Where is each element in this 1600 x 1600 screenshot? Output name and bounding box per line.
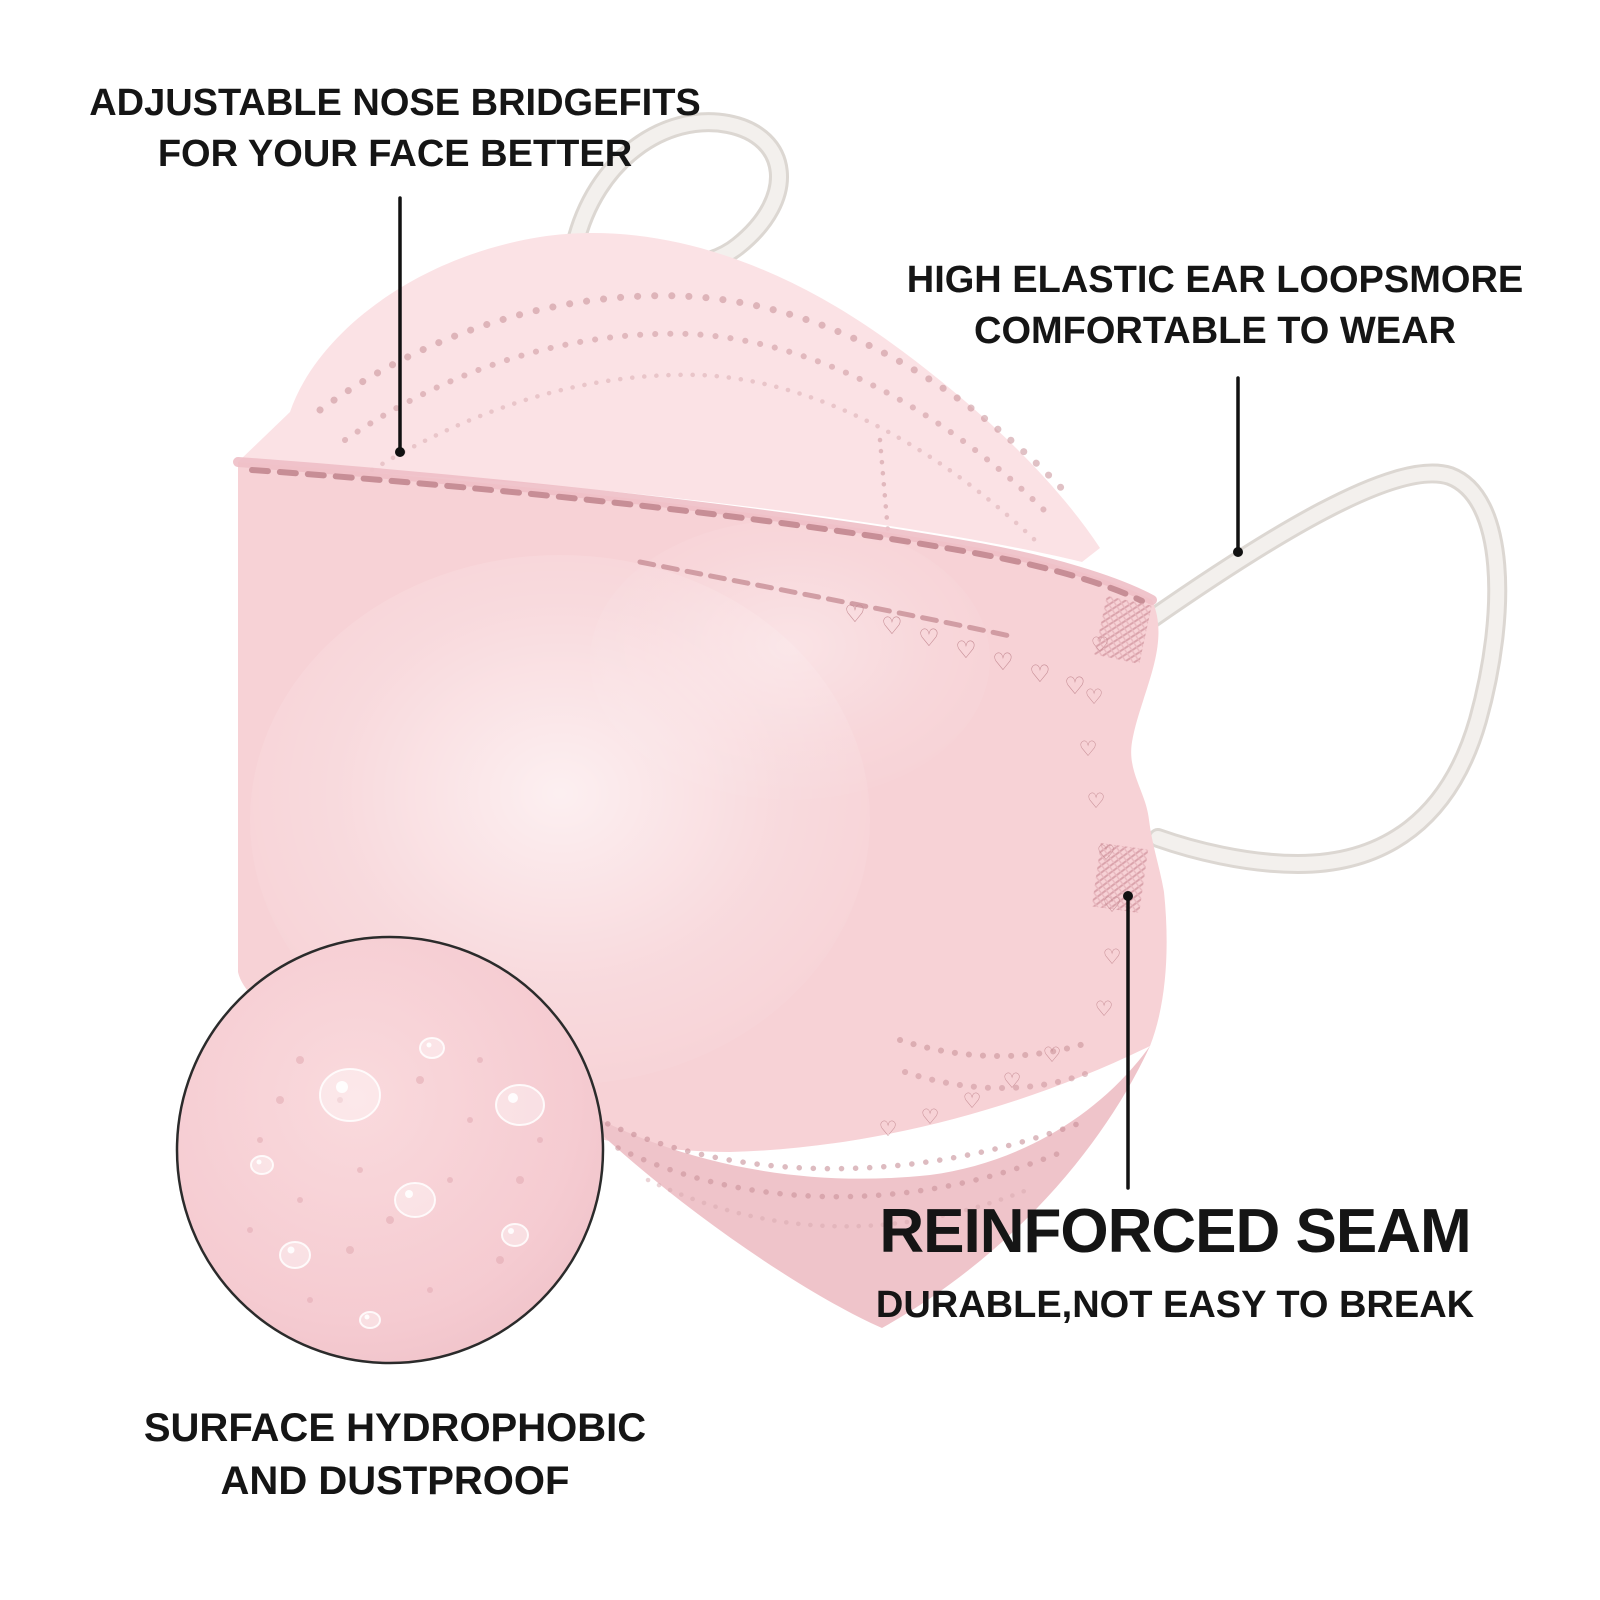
surface-callout-line2: AND DUSTPROOF	[220, 1458, 570, 1503]
ear-loops-callout: HIGH ELASTIC EAR LOOPSMORE COMFORTABLE T…	[875, 255, 1555, 358]
bottom-flap-stitch-rows	[592, 1115, 1091, 1229]
heart-stitch-icon: ♡	[1091, 633, 1110, 657]
pointer-line-nose-bridge	[395, 196, 405, 457]
heart-stitch-row-top: ♡ ♡ ♡ ♡ ♡ ♡ ♡	[844, 600, 1086, 700]
reinforced-seam-subtitle: DURABLE,NOT EASY TO BREAK	[875, 1284, 1475, 1327]
heart-stitch-edge-column: ♡ ♡ ♡ ♡ ♡ ♡ ♡ ♡	[1079, 633, 1122, 1021]
heart-stitch-row-bottom: ♡ ♡ ♡ ♡ ♡	[879, 1043, 1062, 1141]
heart-stitch-icon: ♡	[881, 612, 903, 640]
surface-zoom-inset	[175, 935, 605, 1365]
nose-bridge-callout-line2: FOR YOUR FACE BETTER	[157, 133, 633, 176]
heart-stitch-icon: ♡	[1103, 945, 1122, 969]
heart-stitch-icon: ♡	[844, 600, 866, 628]
fold-seam	[233, 457, 1157, 639]
heart-stitch-icon: ♡	[963, 1089, 982, 1113]
heart-stitch-icon: ♡	[1029, 660, 1051, 688]
nose-bridge-callout-line1: ADJUSTABLE NOSE BRIDGEFITS	[89, 82, 701, 124]
fabric-speckles	[247, 1056, 543, 1303]
nose-bridge-callout: ADJUSTABLE NOSE BRIDGEFITS FOR YOUR FACE…	[55, 78, 735, 181]
heart-stitch-icon: ♡	[1043, 1043, 1062, 1067]
heart-stitch-icon: ♡	[1079, 737, 1098, 761]
heart-stitch-icon: ♡	[879, 1117, 898, 1141]
heart-stitch-icon: ♡	[1103, 893, 1122, 917]
heart-stitch-icon: ♡	[1095, 997, 1114, 1021]
mask-bottom-flap	[560, 1046, 1150, 1328]
heart-stitch-icon: ♡	[1003, 1069, 1022, 1093]
heart-stitch-icon: ♡	[992, 648, 1014, 676]
mask-body-sheen-2	[590, 520, 990, 800]
ear-loops-callout-line2: COMFORTABLE TO WEAR	[974, 310, 1456, 353]
surface-callout-line1: SURFACE HYDROPHOBIC	[143, 1406, 647, 1450]
ring-stitch-rows	[897, 1037, 1093, 1091]
heart-stitch-icon: ♡	[918, 624, 940, 652]
pointer-line-reinforced-seam	[1123, 891, 1133, 1190]
heart-stitch-icon: ♡	[1064, 672, 1086, 700]
heart-stitch-icon: ♡	[955, 636, 977, 664]
ear-loop-right	[1140, 463, 1508, 875]
top-flap-stitch-rows	[316, 292, 1072, 558]
heart-stitch-icon: ♡	[1087, 789, 1106, 813]
surface-callout: SURFACE HYDROPHOBIC AND DUSTPROOF	[95, 1402, 695, 1508]
heart-stitch-icon: ♡	[1097, 841, 1116, 865]
heart-stitch-icon: ♡	[921, 1105, 940, 1129]
reinforced-seam-title: REINFORCED SEAM	[879, 1197, 1471, 1266]
reinforcement-patches	[1091, 595, 1152, 914]
heart-stitch-icon: ♡	[1085, 685, 1104, 709]
pointer-lines	[395, 196, 1243, 1190]
pointer-line-ear-loop	[1233, 376, 1243, 557]
ear-loops-callout-line1: HIGH ELASTIC EAR LOOPSMORE	[906, 259, 1524, 301]
water-droplets	[250, 1037, 545, 1329]
reinforced-seam-callout: REINFORCED SEAM DURABLE,NOT EASY TO BREA…	[835, 1196, 1515, 1331]
mask-top-flap	[238, 232, 1100, 563]
